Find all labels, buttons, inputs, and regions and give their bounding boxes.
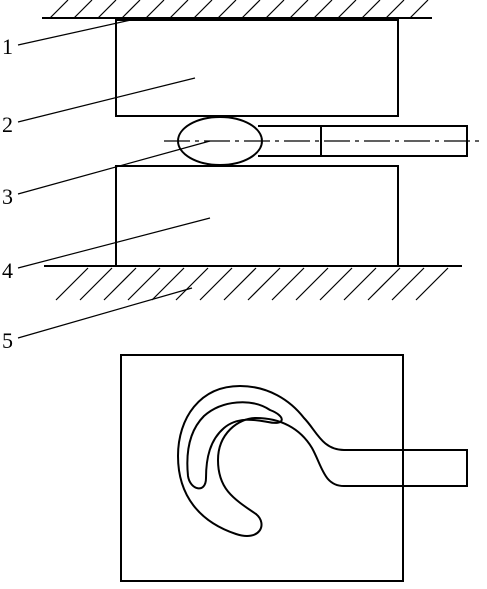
- label-part-5: 5: [2, 328, 13, 353]
- label-part-1: 1: [2, 34, 13, 59]
- upper-die: [115, 19, 399, 117]
- bottom-hatch-line: [415, 267, 449, 301]
- top-hatch-line: [193, 0, 213, 19]
- bottom-hatch-line: [127, 267, 161, 301]
- workpiece: [164, 116, 482, 166]
- bottom-hatch-line: [247, 267, 281, 301]
- top-hatch-line: [97, 0, 117, 19]
- hook-cavity-outline: [176, 384, 468, 537]
- top-hatch-line: [289, 0, 309, 19]
- top-hatch-line: [265, 0, 285, 19]
- bottom-fixed-base: [44, 265, 462, 301]
- top-hatch-line: [121, 0, 141, 19]
- top-hatch-line: [361, 0, 381, 19]
- label-part-4: 4: [2, 258, 13, 283]
- top-hatch-line: [169, 0, 189, 19]
- bottom-hatch-line: [391, 267, 425, 301]
- top-hatch-line: [49, 0, 69, 19]
- leader-5: [17, 287, 193, 339]
- top-hatch-line: [217, 0, 237, 19]
- die-plate: [120, 354, 404, 582]
- top-hatch-line: [313, 0, 333, 19]
- label-part-2: 2: [2, 112, 13, 137]
- inner-slot: [186, 401, 283, 490]
- leader-4: [17, 217, 211, 269]
- bottom-hatch-line: [367, 267, 401, 301]
- bottom-hatch-line: [199, 267, 233, 301]
- bottom-hatch-line: [319, 267, 353, 301]
- plan-view: [120, 354, 468, 582]
- leader-2: [17, 77, 196, 123]
- top-hatch-line: [241, 0, 261, 19]
- top-hatch-line: [409, 0, 429, 19]
- bottom-hatch-line: [79, 267, 113, 301]
- lower-die: [115, 165, 399, 267]
- leader-lines: [17, 17, 211, 339]
- bottom-hatch-line: [175, 267, 209, 301]
- bottom-hatch-line: [151, 267, 185, 301]
- label-part-3: 3: [2, 184, 13, 209]
- bottom-hatch-line: [271, 267, 305, 301]
- bottom-hatch-line: [343, 267, 377, 301]
- top-hatch-line: [73, 0, 93, 19]
- bottom-hatch-line: [55, 267, 89, 301]
- leader-3: [17, 140, 211, 195]
- top-hatch-line: [385, 0, 405, 19]
- bottom-hatch-line: [103, 267, 137, 301]
- top-hatch-line: [337, 0, 357, 19]
- bottom-hatch-line: [223, 267, 257, 301]
- top-hatch-line: [145, 0, 165, 19]
- bottom-hatch-line: [295, 267, 329, 301]
- leader-1: [17, 17, 141, 46]
- top-fixed-support: [42, 0, 432, 19]
